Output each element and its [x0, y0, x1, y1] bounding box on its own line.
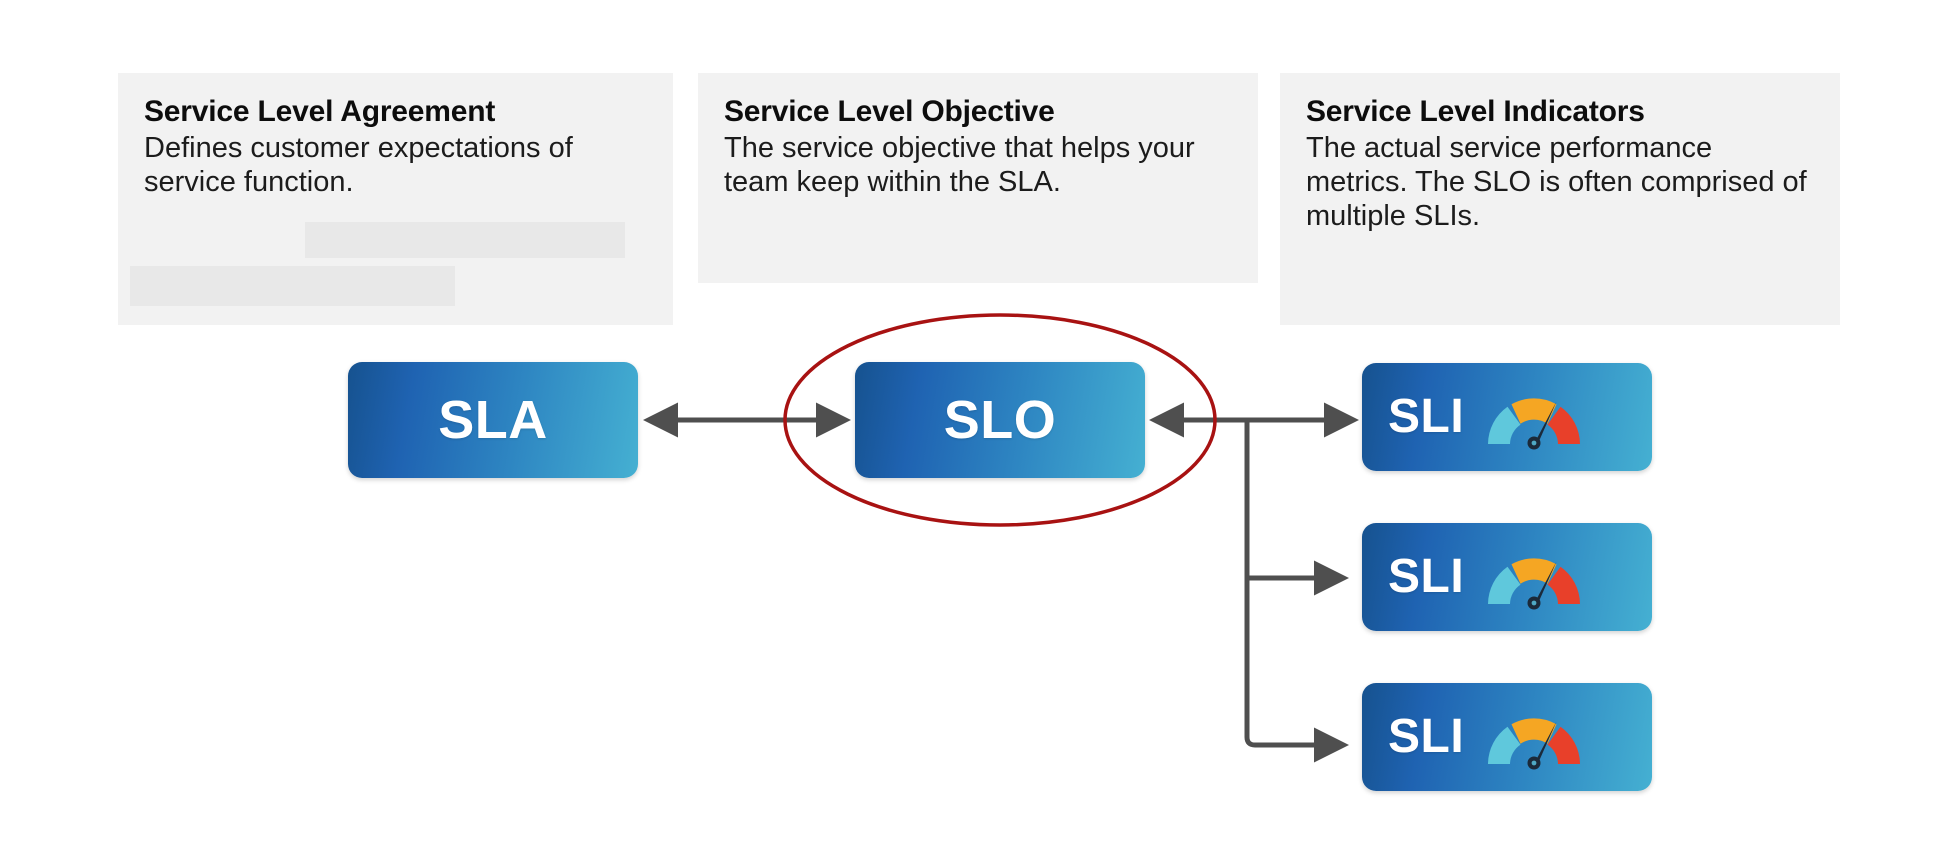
card-service-level-objective: Service Level Objective The service obje…	[698, 73, 1258, 283]
node-label-sli-3: SLI	[1388, 710, 1465, 763]
node-label-sli-1: SLI	[1388, 390, 1465, 443]
node-sli-1[interactable]: SLI	[1362, 363, 1652, 471]
card-body-sli: The actual service performance metrics. …	[1306, 131, 1807, 232]
node-sla[interactable]: SLA	[348, 362, 638, 478]
redaction-bar	[130, 266, 455, 306]
gauge-icon	[1488, 398, 1581, 450]
node-slo[interactable]: SLO	[855, 362, 1145, 478]
node-sli-3[interactable]: SLI	[1362, 683, 1652, 791]
card-body-slo: The service objective that helps your te…	[724, 131, 1195, 198]
card-title-sla: Service Level Agreement	[144, 95, 496, 128]
card-service-level-indicators: Service Level Indicators The actual serv…	[1280, 73, 1840, 325]
gauge-icon	[1488, 558, 1581, 610]
node-label-slo: SLO	[943, 390, 1057, 450]
card-title-sli: Service Level Indicators	[1306, 95, 1645, 128]
redaction-bar	[305, 222, 625, 258]
card-body-sla: Defines customer expectations of service…	[144, 131, 573, 198]
node-label-sla: SLA	[438, 390, 548, 450]
connector-slo-sli-3	[1244, 420, 1349, 763]
gauge-icon	[1488, 718, 1581, 770]
node-label-sli-2: SLI	[1388, 550, 1465, 603]
card-title-slo: Service Level Objective	[724, 95, 1055, 128]
node-sli-2[interactable]: SLI	[1362, 523, 1652, 631]
